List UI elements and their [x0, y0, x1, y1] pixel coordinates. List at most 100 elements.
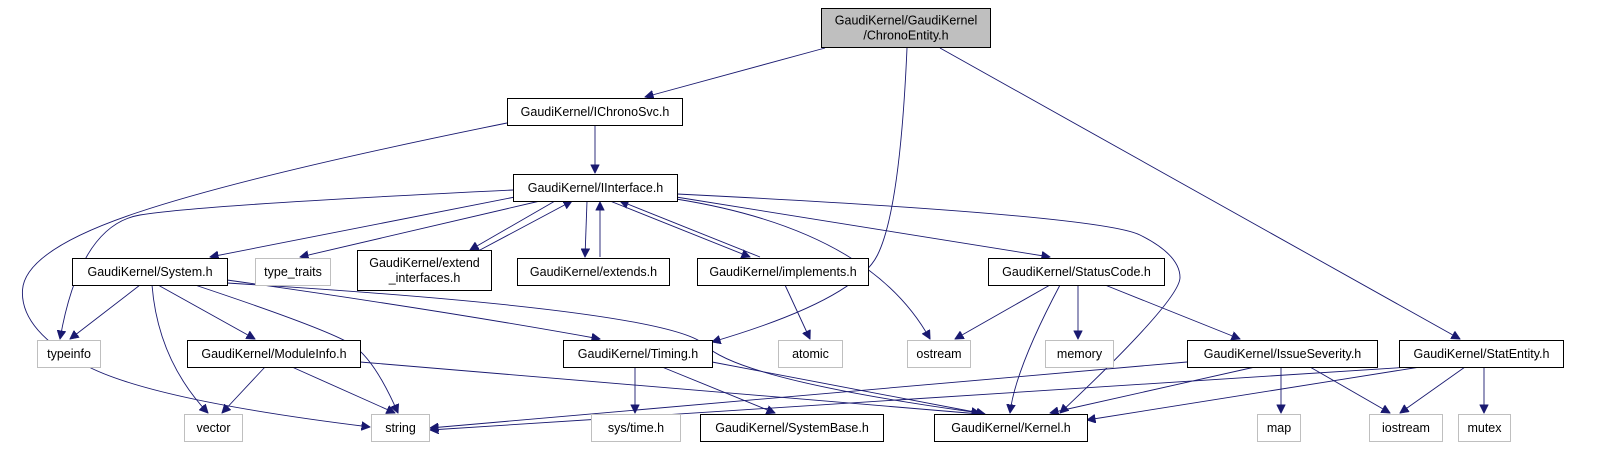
- node-label-timing: GaudiKernel/Timing.h: [578, 347, 698, 361]
- edge-iinterface-to-statuscode: [675, 196, 1050, 257]
- node-systembase[interactable]: GaudiKernel/SystemBase.h: [700, 414, 884, 442]
- node-box-extend_if: [357, 250, 492, 291]
- edge-issueseverity-to-iostream: [1309, 366, 1390, 413]
- edge-chrono-to-timing: [712, 47, 908, 342]
- edge-chrono-to-ichrono: [645, 47, 826, 97]
- node-label-iinterface: GaudiKernel/IInterface.h: [528, 181, 664, 195]
- edge-iinterface-to-extend_if: [470, 200, 556, 250]
- node-label-systembase: GaudiKernel/SystemBase.h: [715, 421, 869, 435]
- node-iostream: iostream: [1369, 414, 1443, 442]
- edge-moduleinfo-to-kernel: [359, 361, 980, 414]
- edge-issueseverity-to-string: [430, 361, 1188, 428]
- node-label-typeinfo: typeinfo: [47, 347, 91, 361]
- edge-moduleinfo-to-vector: [222, 366, 266, 413]
- node-box-map: [1257, 414, 1301, 442]
- node-label-iostream: iostream: [1382, 421, 1430, 435]
- node-box-atomic: [778, 340, 843, 368]
- edge-timing-to-systembase: [661, 366, 775, 413]
- node-chrono[interactable]: GaudiKernel/GaudiKernel/ChronoEntity.h: [821, 8, 991, 48]
- nodes-layer: GaudiKernel/GaudiKernel/ChronoEntity.hGa…: [37, 8, 1564, 442]
- node-box-memory: [1045, 340, 1114, 368]
- node-label-statentity: GaudiKernel/StatEntity.h: [1414, 347, 1550, 361]
- node-memory: memory: [1045, 340, 1114, 368]
- node-label-chrono-line2: /ChronoEntity.h: [863, 29, 948, 43]
- edge-statentity-to-kernel: [1087, 366, 1421, 420]
- node-box-string: [371, 414, 430, 442]
- node-moduleinfo[interactable]: GaudiKernel/ModuleInfo.h: [187, 340, 361, 368]
- node-implements[interactable]: GaudiKernel/implements.h: [697, 258, 869, 286]
- node-label-statuscode: GaudiKernel/StatusCode.h: [1002, 265, 1151, 279]
- node-label-ostream: ostream: [916, 347, 961, 361]
- node-box-system: [72, 258, 228, 286]
- node-timing[interactable]: GaudiKernel/Timing.h: [563, 340, 713, 368]
- node-box-statentity: [1399, 340, 1564, 368]
- node-ichrono[interactable]: GaudiKernel/IChronoSvc.h: [507, 98, 683, 126]
- edge-statuscode-to-ostream: [955, 284, 1051, 339]
- node-label-kernel: GaudiKernel/Kernel.h: [951, 421, 1071, 435]
- node-statentity[interactable]: GaudiKernel/StatEntity.h: [1399, 340, 1564, 368]
- edge-statuscode-to-issueseverity: [1104, 284, 1240, 339]
- edge-system-to-typeinfo: [70, 284, 141, 339]
- node-label-extend_if-line1: GaudiKernel/extend: [369, 256, 480, 270]
- node-extend_if[interactable]: GaudiKernel/extend_interfaces.h: [357, 250, 492, 291]
- edge-chrono-to-statentity: [939, 47, 1460, 339]
- edges-layer: [22, 47, 1484, 430]
- edge-statentity-to-iostream: [1400, 366, 1466, 413]
- edge-extend_if-to-iinterface: [479, 201, 572, 251]
- edge-statuscode-to-kernel: [1010, 284, 1061, 413]
- node-mutex: mutex: [1458, 414, 1511, 442]
- node-box-iinterface: [513, 174, 678, 202]
- node-label-moduleinfo: GaudiKernel/ModuleInfo.h: [201, 347, 346, 361]
- node-box-mutex: [1458, 414, 1511, 442]
- node-label-string: string: [385, 421, 416, 435]
- edge-timing-to-kernel: [711, 361, 985, 414]
- node-statuscode[interactable]: GaudiKernel/StatusCode.h: [988, 258, 1165, 286]
- node-label-mutex: mutex: [1467, 421, 1502, 435]
- node-box-moduleinfo: [187, 340, 361, 368]
- edge-iinterface-to-implements: [609, 200, 750, 257]
- edge-system-to-moduleinfo: [157, 284, 255, 339]
- node-label-extends: GaudiKernel/extends.h: [530, 265, 657, 279]
- edge-ichrono-to-string: [22, 122, 508, 427]
- node-box-issueseverity: [1187, 340, 1378, 368]
- edge-moduleinfo-to-string: [291, 366, 395, 413]
- node-box-type_traits: [255, 258, 331, 286]
- node-label-map: map: [1267, 421, 1291, 435]
- node-label-atomic: atomic: [792, 347, 829, 361]
- node-box-timing: [563, 340, 713, 368]
- node-label-type_traits: type_traits: [264, 265, 322, 279]
- node-label-systime: sys/time.h: [608, 421, 664, 435]
- node-label-memory: memory: [1057, 347, 1103, 361]
- node-box-implements: [697, 258, 869, 286]
- node-label-chrono-line1: GaudiKernel/GaudiKernel: [835, 14, 977, 28]
- node-label-implements: GaudiKernel/implements.h: [709, 265, 856, 279]
- edge-issueseverity-to-kernel: [1050, 366, 1256, 413]
- node-issueseverity[interactable]: GaudiKernel/IssueSeverity.h: [1187, 340, 1378, 368]
- node-box-vector: [184, 414, 243, 442]
- node-box-statuscode: [988, 258, 1165, 286]
- node-box-systime: [591, 414, 681, 442]
- node-atomic: atomic: [778, 340, 843, 368]
- node-systime: sys/time.h: [591, 414, 681, 442]
- node-type_traits: type_traits: [255, 258, 331, 286]
- node-box-chrono: [821, 8, 991, 48]
- node-label-vector: vector: [196, 421, 230, 435]
- edge-implements-to-iinterface: [620, 201, 761, 258]
- node-label-system: GaudiKernel/System.h: [87, 265, 212, 279]
- edge-iinterface-to-type_traits: [300, 200, 541, 257]
- node-iinterface[interactable]: GaudiKernel/IInterface.h: [513, 174, 678, 202]
- node-extends[interactable]: GaudiKernel/extends.h: [517, 258, 670, 286]
- edge-system-to-kernel: [226, 282, 980, 413]
- node-box-ostream: [907, 340, 971, 368]
- node-kernel[interactable]: GaudiKernel/Kernel.h: [934, 414, 1088, 442]
- node-ostream: ostream: [907, 340, 971, 368]
- edge-system-to-timing: [226, 279, 600, 339]
- node-system[interactable]: GaudiKernel/System.h: [72, 258, 228, 286]
- edge-iinterface-to-kernel: [676, 193, 1181, 413]
- node-box-extends: [517, 258, 670, 286]
- node-map: map: [1257, 414, 1301, 442]
- node-vector: vector: [184, 414, 243, 442]
- node-label-issueseverity: GaudiKernel/IssueSeverity.h: [1204, 347, 1362, 361]
- edge-system-to-vector: [151, 284, 208, 413]
